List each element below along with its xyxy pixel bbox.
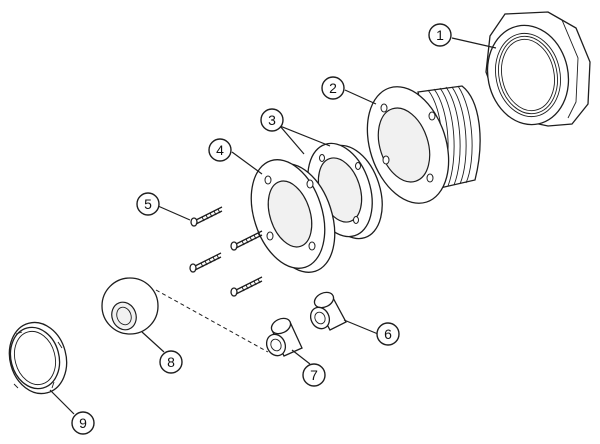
leader-9: [49, 389, 75, 415]
leader-7: [291, 349, 311, 365]
callout-2: 2: [321, 76, 345, 100]
part-7-nozzle: [265, 317, 303, 357]
part-6-nozzle: [309, 291, 347, 331]
callout-7-label: 7: [310, 367, 318, 383]
callout-7: 7: [302, 363, 326, 387]
callout-5-label: 5: [144, 196, 152, 212]
callout-4: 4: [208, 138, 232, 162]
leader-1: [451, 37, 497, 49]
leader-3b: [279, 125, 331, 147]
callout-9-label: 9: [79, 415, 87, 431]
part-1-hex-nut: [485, 11, 591, 127]
leader-5: [157, 205, 191, 221]
part-5-screws: [189, 206, 263, 297]
callout-1: 1: [428, 23, 452, 47]
screw-3: [189, 252, 222, 273]
leader-8: [141, 331, 165, 353]
screw-1: [190, 206, 223, 227]
callout-6: 6: [376, 322, 400, 346]
screw-4: [230, 276, 263, 297]
callout-5: 5: [136, 192, 160, 216]
part-2-threaded-flange: [366, 85, 481, 204]
leader-lines: [49, 37, 497, 415]
callout-8: 8: [159, 350, 183, 374]
callout-2-label: 2: [329, 80, 337, 96]
leader-4: [231, 151, 263, 175]
leader-6: [343, 319, 379, 335]
callout-6-label: 6: [384, 326, 392, 342]
part-4-flange-ring: [250, 159, 336, 273]
part-8-ball: [101, 277, 269, 353]
leader-2: [344, 89, 377, 105]
callout-8-label: 8: [167, 354, 175, 370]
callout-4-label: 4: [216, 142, 224, 158]
callout-3: 3: [260, 108, 284, 132]
screw-2: [230, 230, 263, 251]
callout-9: 9: [71, 411, 95, 435]
callout-3-label: 3: [268, 112, 276, 128]
leader-3a: [279, 125, 305, 155]
part-9-lock-ring: [8, 321, 68, 395]
callout-1-label: 1: [436, 27, 444, 43]
